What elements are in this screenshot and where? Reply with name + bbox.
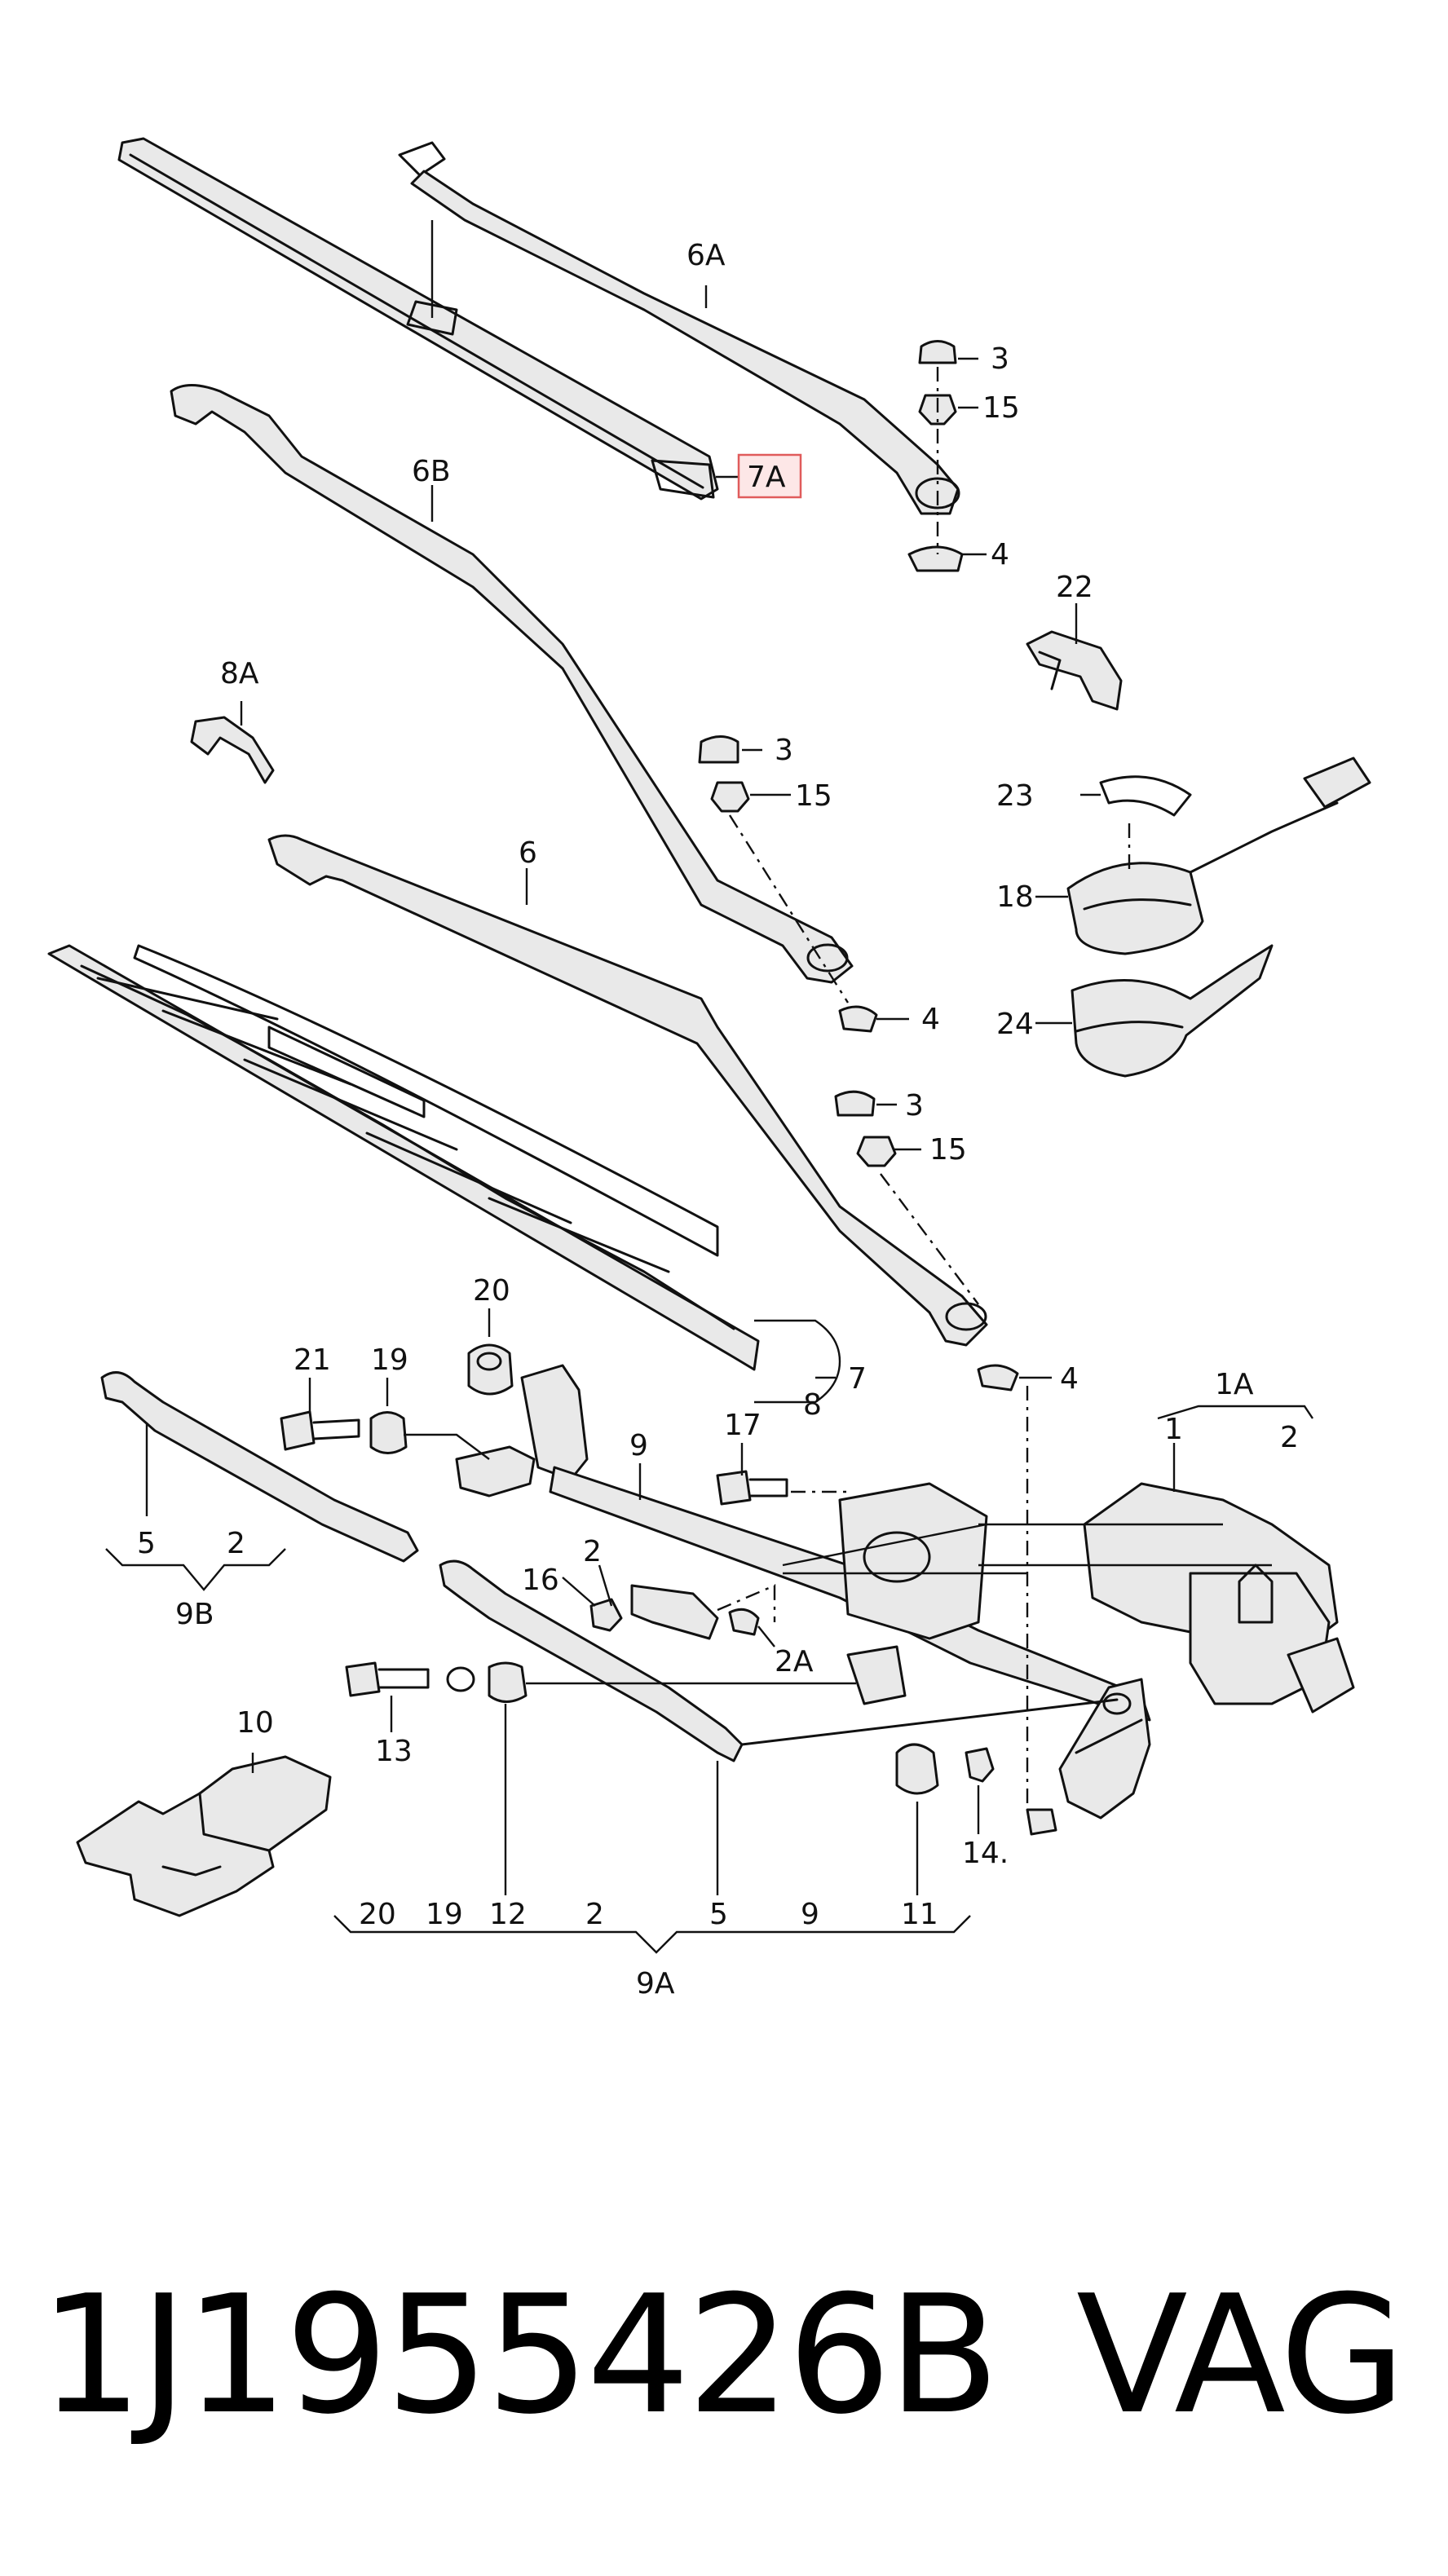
label-bottom-9: 9 (801, 1898, 819, 1931)
label-bottom-19: 19 (426, 1898, 463, 1931)
label-18: 18 (996, 880, 1034, 914)
label-20-top: 20 (473, 1274, 510, 1308)
label-3-mid: 3 (775, 734, 793, 767)
hardware-set-lower (834, 1090, 1019, 1392)
label-21: 21 (294, 1343, 331, 1377)
part-number: 1J1955426B (39, 2261, 1000, 2450)
label-2-mid: 2 (583, 1535, 602, 1568)
label-1: 1 (1164, 1413, 1183, 1446)
wiper-blade-7A (117, 137, 719, 501)
wiper-arm-6A (398, 141, 960, 515)
label-13: 13 (375, 1735, 413, 1768)
label-15-top: 15 (982, 391, 1020, 425)
label-4-mid: 4 (921, 1003, 940, 1036)
label-bottom-20: 20 (359, 1898, 396, 1931)
wiper-blade-7 (47, 944, 760, 1371)
label-6: 6 (519, 836, 537, 870)
wiper-arm-6B (170, 384, 854, 984)
hardware-set-top (907, 340, 964, 572)
clip-8A (190, 716, 275, 784)
label-bottom-5: 5 (709, 1898, 728, 1931)
wiper-parts-diagram: 6A 7A 3 15 4 6B 22 8A 3 15 23 18 6 4 24 … (47, 137, 1371, 2000)
label-1A: 1A (1215, 1368, 1254, 1401)
wiper-motor-1A (1083, 1482, 1355, 1714)
label-23: 23 (996, 779, 1034, 813)
label-17: 17 (724, 1409, 762, 1442)
label-14: 14. (962, 1837, 1009, 1870)
label-bottom-11: 11 (901, 1898, 938, 1931)
label-2A: 2A (775, 1645, 814, 1678)
label-9A: 9A (636, 1967, 675, 2000)
label-9: 9 (629, 1429, 648, 1462)
ring-23 (1099, 775, 1192, 817)
label-7A: 7A (747, 461, 786, 494)
leader-lines (105, 220, 1313, 1954)
label-10: 10 (236, 1706, 274, 1740)
label-3-low: 3 (905, 1089, 924, 1123)
label-6B: 6B (412, 455, 451, 488)
sensor-housing-18 (1066, 756, 1371, 955)
wiper-arm-6 (267, 834, 988, 1347)
linkage-9B (100, 1371, 419, 1563)
label-24: 24 (996, 1008, 1034, 1041)
mount-24 (1071, 944, 1274, 1078)
clip-22 (1026, 630, 1123, 711)
label-15-low: 15 (929, 1133, 967, 1167)
label-2-motor: 2 (1280, 1421, 1299, 1454)
linkage-5 (439, 1559, 1119, 1762)
label-2-left: 2 (227, 1527, 245, 1560)
label-3-top: 3 (991, 342, 1009, 376)
linkage-frame-9 (455, 1364, 1151, 1820)
label-16: 16 (522, 1564, 559, 1597)
hardware-set-middle (698, 735, 878, 1033)
brand-name: VAG (1076, 2261, 1406, 2450)
label-9B: 9B (175, 1598, 214, 1631)
bracket-10 (76, 1755, 332, 1917)
highlight-7A (737, 453, 802, 499)
label-22: 22 (1056, 571, 1093, 604)
assembly-lines (404, 1386, 1272, 1810)
label-bottom-12: 12 (489, 1898, 527, 1931)
label-4-top: 4 (991, 538, 1009, 571)
callout-labels: 6A 7A 3 15 4 6B 22 8A 3 15 23 18 6 4 24 … (137, 239, 1299, 2000)
label-6A: 6A (686, 239, 726, 272)
label-19-top: 19 (371, 1343, 408, 1377)
label-15-mid: 15 (795, 779, 832, 813)
label-7: 7 (848, 1362, 867, 1396)
label-5-left: 5 (137, 1527, 156, 1560)
label-8A: 8A (220, 657, 259, 690)
label-4-low: 4 (1060, 1362, 1079, 1396)
label-8: 8 (803, 1388, 822, 1422)
label-bottom-2: 2 (585, 1898, 604, 1931)
small-hardware (280, 1343, 1057, 1836)
